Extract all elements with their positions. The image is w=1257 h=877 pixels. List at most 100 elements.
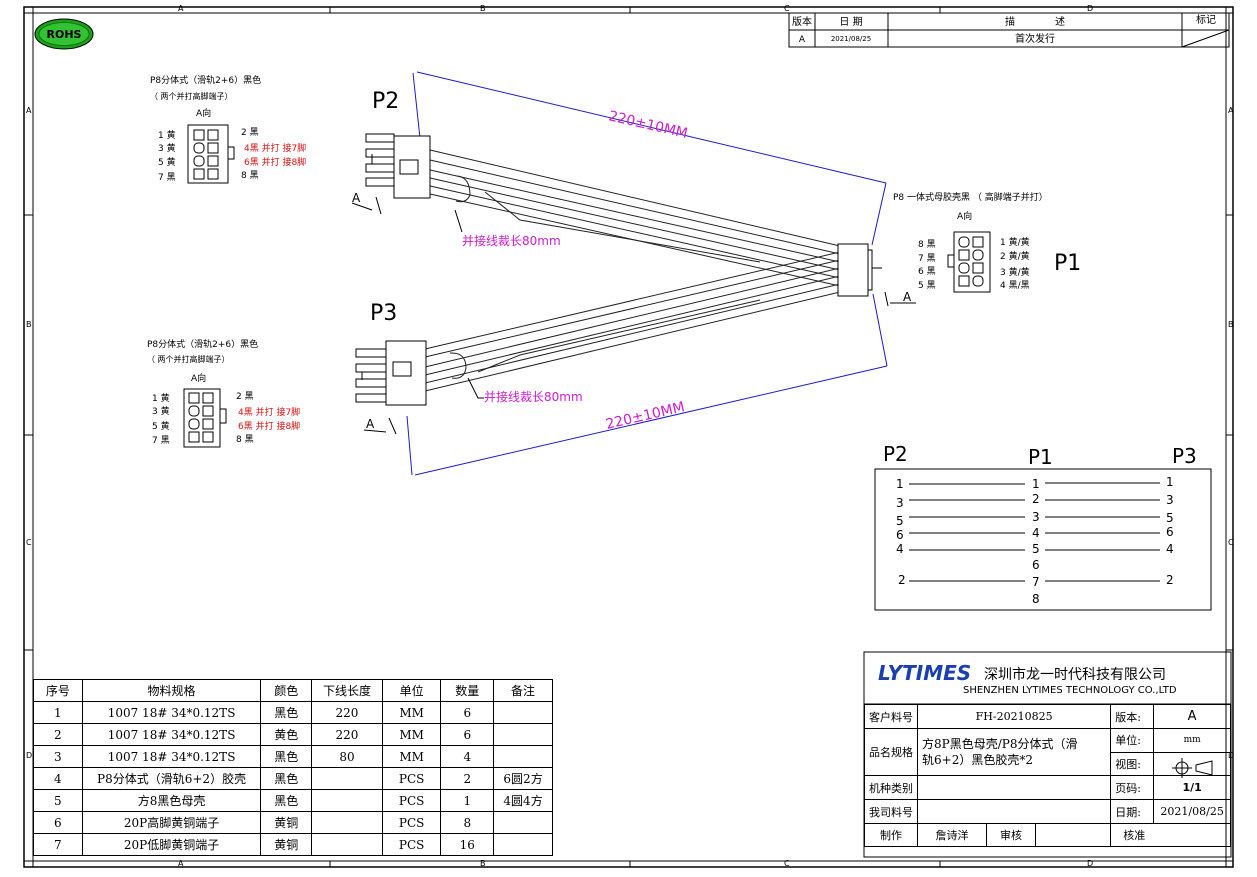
zone-label: C [26, 538, 32, 547]
wiring-header-p3: P3 [1172, 444, 1197, 468]
bom-cell [493, 723, 553, 746]
bom-cell: 6 [440, 723, 495, 746]
border-zone-labels: A B C D A B C D A B C D A B C D [26, 4, 1234, 868]
bom-cell: 20P高脚黄铜端子 [81, 811, 262, 834]
bom-cell: 6圆2方 [493, 767, 553, 790]
p2-wire-pin: 2 [898, 573, 906, 587]
p3-pinout-subtitle: （ 两个并打高脚端子） [147, 354, 230, 364]
p1-pin-right: 4 黑/黑 [1000, 280, 1030, 291]
zone-label: A [178, 859, 184, 868]
p1-label: P1 [1054, 251, 1081, 276]
p3-wire-pin: 5 [1166, 511, 1174, 525]
bom-cell: 8 [440, 811, 495, 834]
p1-pinout-view: A向 [957, 210, 972, 222]
p3-pinout-view: A向 [191, 372, 206, 384]
p3-connector [355, 340, 427, 406]
bom-cell [311, 767, 383, 790]
bom-cell [311, 789, 383, 812]
bom-cell: PCS [381, 833, 442, 856]
zone-label: B [480, 859, 486, 868]
product-spec-value: 方8P黑色母壳/P8分体式（滑 轨6+2）黑色胶壳*2 [916, 728, 1112, 776]
p2-pin-right: 6黑 并打 接8脚 [244, 156, 306, 168]
bom-header: 备注 [493, 679, 553, 702]
bom-cell: 80 [311, 745, 383, 768]
review-value [1034, 823, 1112, 847]
wiring-schematic: P2 P1 P3 1 3 5 6 4 2 1 2 3 4 5 6 7 8 1 3… [874, 442, 1212, 611]
bom-header-row: 序号 物料规格 颜色 下线长度 单位 数量 备注 [33, 679, 553, 702]
bom-cell: 2 [33, 723, 83, 746]
zone-label: A [1228, 106, 1234, 115]
p2-pinout-subtitle: （ 两个并打高脚端子） [150, 91, 233, 101]
date-label: 日期: [1110, 799, 1155, 824]
p3-pin-left: 1 黄 [152, 392, 170, 404]
rev-version: A [799, 35, 806, 45]
p2-connector [365, 133, 431, 199]
rev-header-date: 日 期 [839, 16, 862, 28]
product-spec-label: 品名规格 [864, 728, 918, 776]
title-block-table: 客户料号 FH-20210825 版本: A 品名规格 方8P黑色母壳/P8分体… [864, 704, 1231, 847]
p3-pin-left: 7 黑 [152, 435, 170, 446]
p3-wire-pin: 2 [1166, 573, 1174, 587]
company-logo: LYTIMES [878, 661, 971, 685]
bom-cell: 1007 18# 34*0.12TS [81, 723, 262, 746]
company-name-cn: 深圳市龙一时代科技有限公司 [984, 666, 1166, 683]
bom-cell: 黑色 [260, 701, 313, 724]
p1-pin-right: 2 黄/黄 [1000, 250, 1030, 262]
p1-pin-left: 7 黑 [918, 253, 936, 264]
bom-cell [493, 811, 553, 834]
dimension-lines [406, 71, 888, 476]
bom-cell: 4 [33, 767, 83, 790]
p1-view-letter: A [903, 290, 912, 304]
bom-cell: PCS [381, 811, 442, 834]
bom-header: 单位 [381, 679, 442, 702]
bom-cell: P8分体式（滑轨6+2）胶壳 [81, 767, 262, 790]
p1-wire-pin: 8 [1032, 592, 1040, 606]
p3-label: P3 [370, 301, 397, 326]
p1-wire-pin: 7 [1032, 575, 1040, 589]
bom-cell: 4 [440, 745, 495, 768]
view-symbol-cell [1153, 751, 1231, 776]
page-value: 1/1 [1153, 775, 1231, 800]
p2-pinout-view: A向 [196, 107, 211, 119]
bom-cell [311, 833, 383, 856]
customer-pn-value: FH-20210825 [916, 704, 1112, 729]
bom-cell: 3 [33, 745, 83, 768]
bom-header: 数量 [440, 679, 495, 702]
p3-wire-pin: 3 [1166, 493, 1174, 507]
bom-cell [493, 745, 553, 768]
wiring-header-p1: P1 [1028, 445, 1053, 469]
p3-view-marker [363, 417, 397, 435]
bom-cell: 1007 18# 34*0.12TS [81, 745, 262, 768]
bom-cell: 黑色 [260, 767, 313, 790]
bom-cell: 4圆4方 [493, 789, 553, 812]
p2-pinout: P8分体式（滑轨2+6）黑色 （ 两个并打高脚端子） A向 1 黄 3 黄 5 … [150, 74, 306, 184]
rohs-badge: ROHS [34, 18, 94, 50]
zone-label: D [1087, 4, 1093, 13]
bom-cell: 方8黑色母壳 [81, 789, 262, 812]
bom-cell: 7 [33, 833, 83, 856]
product-spec-line-2: 轨6+2）黑色胶壳*2 [922, 753, 1033, 767]
p2-wire-pin: 4 [896, 542, 904, 556]
rev-header-mark: 标记 [1196, 14, 1216, 26]
bom-cell: 黄铜 [260, 833, 313, 856]
date-value: 2021/08/25 [1153, 799, 1231, 824]
p3-wire-pin: 6 [1166, 525, 1174, 539]
our-pn-value [916, 799, 1112, 824]
p1-pin-right: 3 黄/黄 [1000, 266, 1030, 278]
p2-pin-right: 4黑 并打 接7脚 [244, 142, 306, 154]
p2-pin-right: 8 黑 [241, 170, 259, 181]
bom-cell: 黄色 [260, 723, 313, 746]
bom-cell [493, 701, 553, 724]
p3-pin-right: 2 黑 [236, 391, 254, 402]
p3-pin-right: 8 黑 [236, 434, 254, 445]
p3-pinout-title: P8分体式（滑轨2+6）黑色 [147, 338, 258, 350]
p3-wire-pin: 4 [1166, 542, 1174, 556]
p3-wire-pin: 1 [1166, 475, 1174, 489]
revision-block: 版本 日 期 描 述 标记 A 2021/08/25 首次发行 [788, 12, 1230, 48]
p1-pin-left: 5 黑 [918, 280, 936, 291]
p1-pinout-title: P8 一体式母胶壳黑 （ 高脚端子并打） [893, 191, 1048, 203]
bom-header: 下线长度 [311, 679, 383, 702]
